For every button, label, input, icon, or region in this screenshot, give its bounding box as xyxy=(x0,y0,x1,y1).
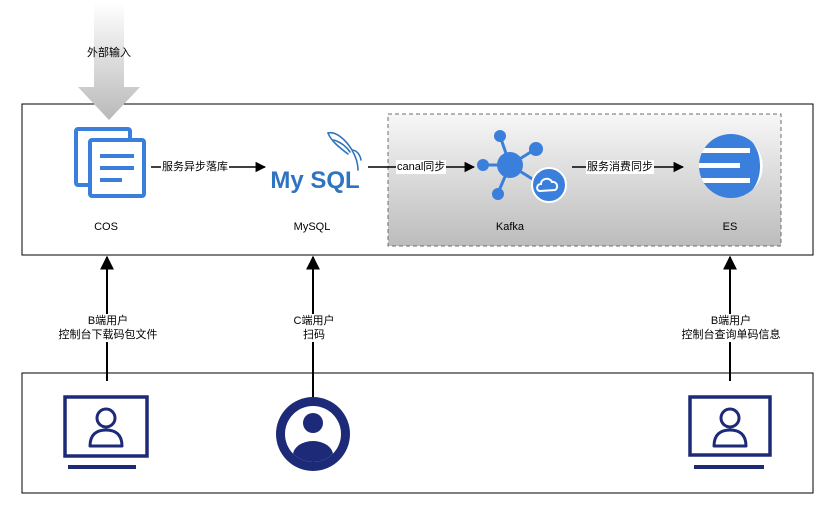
es-icon xyxy=(699,134,763,198)
b-user-left-line1: B端用户 xyxy=(87,315,129,327)
flow-label-mysql-kafka: canal同步 xyxy=(396,160,447,174)
external-input-arrow xyxy=(78,3,140,120)
c-user-icon xyxy=(276,397,350,471)
kafka-icon xyxy=(477,130,567,203)
mysql-dolphin-icon xyxy=(327,131,362,171)
b-user-right-line1: B端用户 xyxy=(710,315,752,327)
external-input-label: 外部输入 xyxy=(87,47,131,59)
b-user-right-line2: 控制台查询单码信息 xyxy=(681,329,781,341)
c-user-line2: 扫码 xyxy=(303,329,325,341)
b-user-right-icon xyxy=(688,395,772,469)
c-user-caption: C端用户 扫码 xyxy=(290,314,338,342)
b-user-right-caption: B端用户 控制台查询单码信息 xyxy=(678,314,784,342)
kafka-label: Kafka xyxy=(495,221,525,233)
es-label: ES xyxy=(722,221,738,233)
c-user-line1: C端用户 xyxy=(293,315,335,327)
b-user-left-caption: B端用户 控制台下载码包文件 xyxy=(55,314,161,342)
mysql-logo-text: My SQL xyxy=(270,167,360,194)
users-container xyxy=(21,372,814,494)
flow-label-cos-mysql: 服务异步落库 xyxy=(161,160,229,174)
b-user-left-line2: 控制台下载码包文件 xyxy=(58,329,158,341)
mysql-label: MySQL xyxy=(293,221,331,233)
cos-icon xyxy=(74,127,146,198)
b-user-left-icon xyxy=(63,395,149,469)
flow-label-kafka-es: 服务消费同步 xyxy=(586,160,654,174)
cos-label: COS xyxy=(94,221,118,233)
